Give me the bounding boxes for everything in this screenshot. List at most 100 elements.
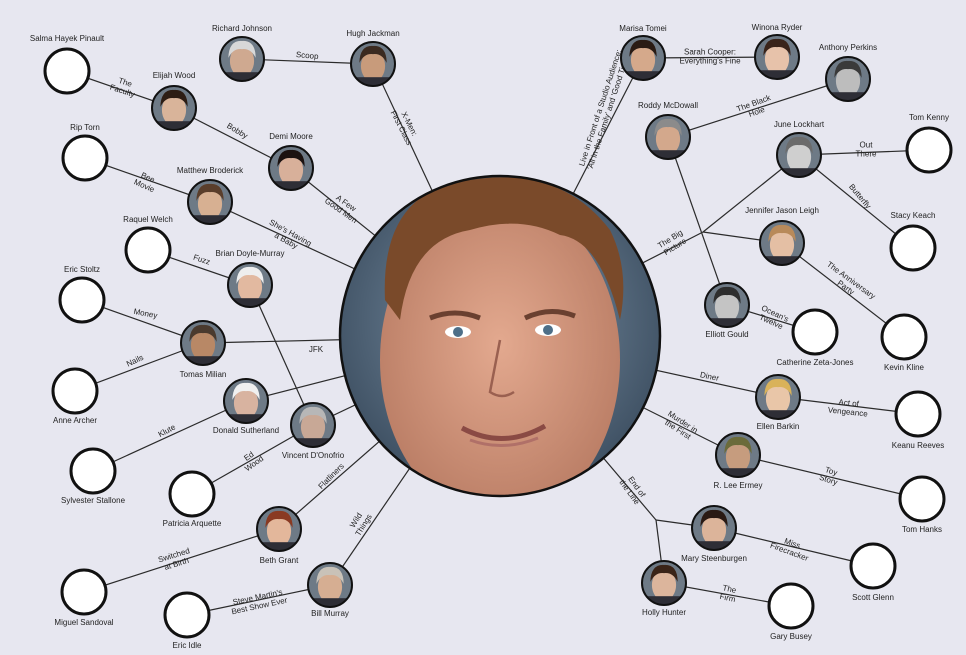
person-node-beth[interactable]: Beth Grant <box>256 506 302 565</box>
person-node-june[interactable]: June Lockhart <box>774 120 825 190</box>
person-node-mary[interactable]: Mary Steenburgen <box>681 505 747 563</box>
center-portrait-icon <box>340 176 660 496</box>
connection-line <box>92 400 247 472</box>
person-name: Gary Busey <box>770 632 812 641</box>
person-node-salma[interactable]: Salma Hayek Pinault <box>30 34 105 95</box>
empty-avatar-icon <box>51 367 99 415</box>
empty-avatar-icon <box>880 313 928 361</box>
person-node-tomhanks[interactable]: Tom Hanks <box>898 475 946 534</box>
person-node-elijah[interactable]: Elijah Wood <box>151 71 197 143</box>
person-node-marisa[interactable]: Marisa Tomei <box>619 24 667 93</box>
person-name: Eric Stoltz <box>64 265 100 274</box>
person-name: Mary Steenburgen <box>681 554 747 563</box>
person-node-roddy[interactable]: Roddy McDowall <box>638 101 698 172</box>
portrait-icon <box>188 180 232 224</box>
film-label: Fuzz <box>192 253 211 267</box>
person-node-miguel[interactable]: Miguel Sandoval <box>54 568 114 627</box>
person-node-tomas[interactable]: Tomas Milian <box>180 320 227 379</box>
person-node-anne[interactable]: Anne Archer <box>51 367 99 425</box>
empty-avatar-icon <box>898 475 946 523</box>
empty-avatar-icon <box>43 47 91 95</box>
film-label: The BlackHole <box>735 93 776 122</box>
person-node-tomkenny[interactable]: Tom Kenny <box>905 113 953 174</box>
person-node-gary[interactable]: Gary Busey <box>767 582 815 641</box>
person-node-hugh[interactable]: Hugh Jackman <box>346 29 400 99</box>
person-name: Marisa Tomei <box>619 24 667 33</box>
person-node-eric_i[interactable]: Eric Idle <box>163 591 211 650</box>
person-name: Sylvester Stallone <box>61 496 126 505</box>
person-node-lee[interactable]: R. Lee Ermey <box>714 432 763 490</box>
center-node[interactable] <box>338 174 662 520</box>
person-node-scott[interactable]: Scott Glenn <box>849 542 897 602</box>
film-label: TheFirm <box>719 583 739 604</box>
person-node-anthony[interactable]: Anthony Perkins <box>819 43 877 114</box>
person-name: Catherine Zeta-Jones <box>777 358 854 367</box>
person-node-donald[interactable]: Donald Sutherland <box>213 378 279 436</box>
person-node-ellen[interactable]: Ellen Barkin <box>755 374 801 432</box>
film-label: JFK <box>309 345 324 354</box>
person-node-demi[interactable]: Demi Moore <box>268 132 314 203</box>
person-nodes: Salma Hayek Pinault Richard Johnson Hugh J… <box>30 23 953 650</box>
person-node-jennifer[interactable]: Jennifer Jason Leigh <box>745 206 819 278</box>
connection-line <box>777 396 919 415</box>
film-label: MissFirecracker <box>769 532 813 563</box>
person-node-stacy[interactable]: Stacy Keach <box>889 211 937 272</box>
person-name: Demi Moore <box>269 132 313 141</box>
person-name: R. Lee Ermey <box>714 481 763 490</box>
person-name: Tom Kenny <box>909 113 949 122</box>
person-name: June Lockhart <box>774 120 825 129</box>
person-name: Beth Grant <box>260 556 299 565</box>
portrait-icon <box>220 37 264 81</box>
person-name: Matthew Broderick <box>177 166 244 175</box>
portrait-icon <box>291 403 335 447</box>
person-name: Anthony Perkins <box>819 43 877 52</box>
film-label: Butterfly <box>847 182 873 210</box>
person-node-elliott[interactable]: Elliott Gould <box>704 282 750 340</box>
person-name: Bill Murray <box>311 609 349 618</box>
person-name: Stacy Keach <box>891 211 936 220</box>
portrait-icon <box>646 115 690 159</box>
person-node-eric_s[interactable]: Eric Stoltz <box>58 265 106 324</box>
film-label: Flatliners <box>317 462 346 491</box>
person-node-matthew[interactable]: Matthew Broderick <box>177 166 244 237</box>
person-name: Salma Hayek Pinault <box>30 34 105 43</box>
connection-line <box>667 78 849 138</box>
person-name: Vincent D'Onofrio <box>282 451 345 460</box>
connection-line <box>713 527 874 567</box>
connection-line <box>83 528 280 593</box>
person-node-keanu[interactable]: Keanu Reeves <box>892 390 944 450</box>
film-label: Bobby <box>225 121 249 140</box>
empty-avatar-icon <box>767 582 815 630</box>
portrait-icon <box>705 283 749 327</box>
person-node-brian[interactable]: Brian Doyle-Murray <box>216 249 285 320</box>
person-node-kevink[interactable]: Kevin Kline <box>880 313 928 372</box>
person-node-holly[interactable]: Holly Hunter <box>641 560 687 618</box>
film-label: Money <box>133 307 158 320</box>
person-node-catherine[interactable]: Catherine Zeta-Jones <box>777 308 854 367</box>
person-node-riptorn[interactable]: Rip Torn <box>61 123 109 182</box>
person-node-winona[interactable]: Winona Ryder <box>752 23 803 92</box>
person-node-richard[interactable]: Richard Johnson <box>212 24 272 94</box>
portrait-icon <box>224 379 268 423</box>
person-node-patricia[interactable]: Patricia Arquette <box>163 470 222 528</box>
person-node-vincent[interactable]: Vincent D'Onofrio <box>282 402 345 460</box>
person-node-raquel[interactable]: Raquel Welch <box>123 215 173 274</box>
portrait-icon <box>760 221 804 265</box>
person-name: Keanu Reeves <box>892 441 944 450</box>
empty-avatar-icon <box>58 276 106 324</box>
person-node-bill[interactable]: Bill Murray <box>307 562 353 620</box>
film-label: Steve Martin'sBest Show Ever <box>229 587 289 617</box>
portrait-icon <box>308 563 352 607</box>
portrait-icon <box>755 35 799 79</box>
person-name: Tomas Milian <box>180 370 227 379</box>
film-label: A FewGood Men <box>323 189 364 225</box>
connection-line <box>737 454 923 500</box>
empty-avatar-icon <box>124 226 172 274</box>
film-label: WildThings <box>346 508 374 538</box>
person-node-sylvester[interactable]: Sylvester Stallone <box>61 447 126 505</box>
portrait-icon <box>351 42 395 86</box>
person-name: Jennifer Jason Leigh <box>745 206 819 215</box>
person-name: Raquel Welch <box>123 215 173 224</box>
